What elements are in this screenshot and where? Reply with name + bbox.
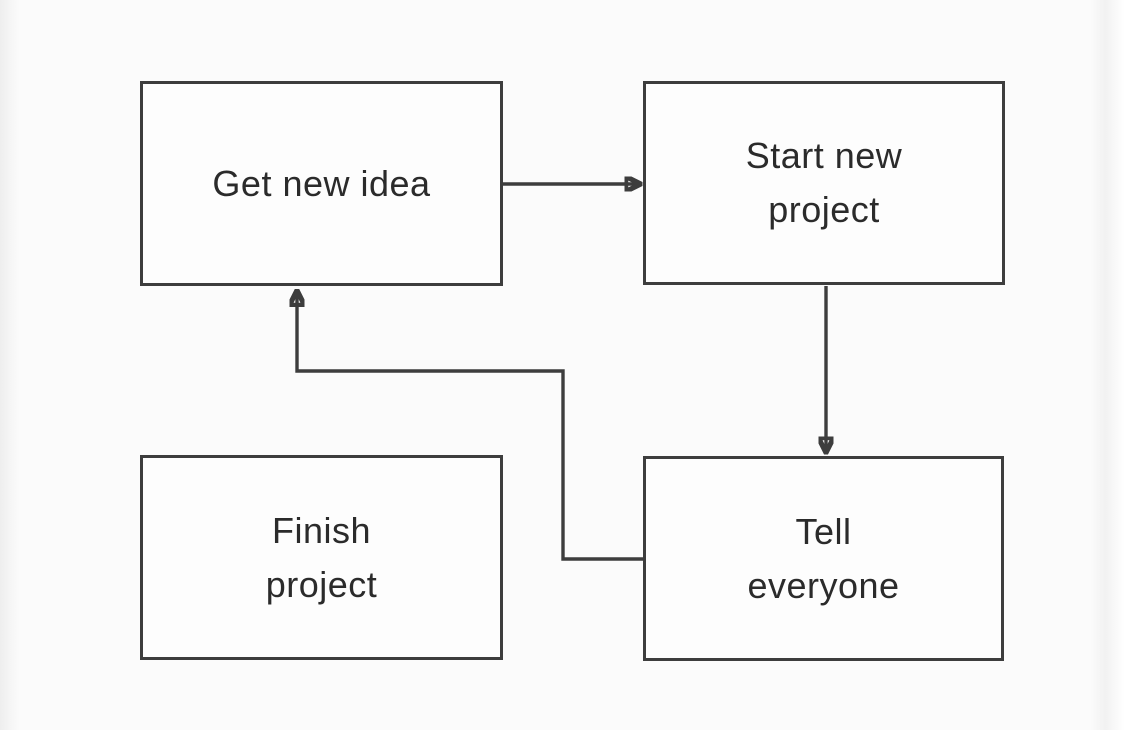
node-start-new-project-label: Start new project bbox=[745, 135, 903, 230]
node-tell-everyone-label: Tell everyone bbox=[747, 510, 900, 606]
node-get-new-idea-label: Get new idea bbox=[212, 162, 431, 204]
node-get-new-idea: Get new idea bbox=[140, 81, 503, 286]
edge-tell-everyone-to-get-new-idea bbox=[297, 291, 643, 561]
node-finish-project: Finish project bbox=[140, 455, 503, 660]
node-tell-everyone: Tell everyone bbox=[643, 456, 1004, 661]
node-start-new-project: Start new project bbox=[643, 81, 1005, 285]
node-finish-project-label: Finish project bbox=[265, 509, 378, 605]
